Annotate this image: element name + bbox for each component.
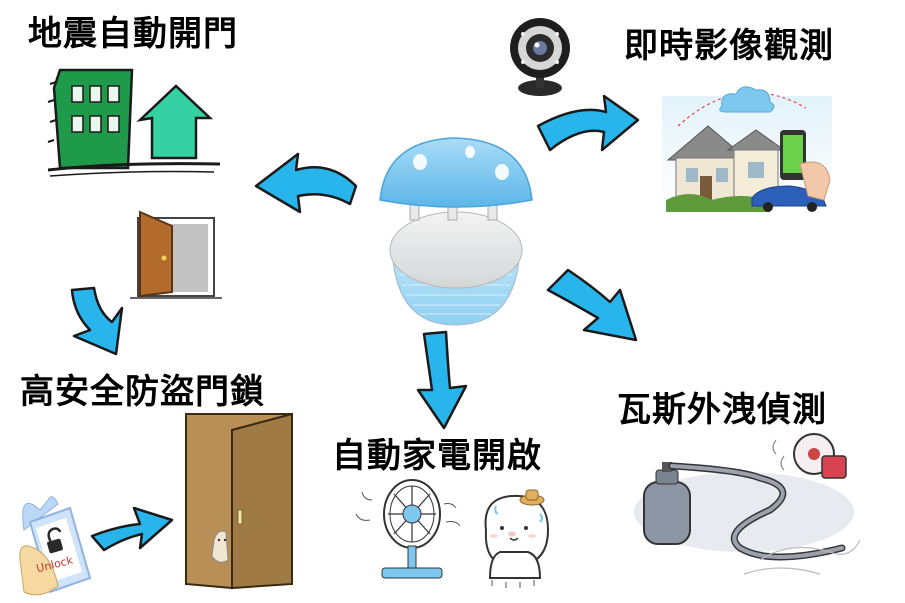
earthquake-building-icon bbox=[47, 68, 221, 177]
phone-unlock-icon bbox=[19, 496, 92, 596]
arrow-to-earthquake bbox=[254, 152, 358, 214]
tall-door-icon bbox=[185, 412, 293, 590]
arrow-to-gas-leak bbox=[546, 268, 638, 342]
webcam-icon bbox=[510, 18, 570, 96]
label-gas-leak: 瓦斯外洩偵測 bbox=[617, 390, 827, 430]
label-secure-lock: 高安全防盜門鎖 bbox=[20, 372, 265, 412]
arrow-to-live-video bbox=[536, 94, 640, 152]
label-live-video: 即時影像觀測 bbox=[624, 26, 834, 66]
smart-house-icon bbox=[662, 86, 832, 212]
arrow-to-appliance bbox=[416, 330, 468, 430]
arrow-phone-to-door bbox=[90, 506, 174, 552]
open-door-icon bbox=[130, 210, 222, 299]
arrow-door-to-lock bbox=[70, 286, 124, 356]
label-earthquake-door: 地震自動開門 bbox=[28, 14, 238, 54]
gas-cylinder-icon bbox=[634, 433, 861, 575]
fan-icon bbox=[355, 479, 461, 579]
label-appliance: 自動家電開啟 bbox=[332, 436, 542, 476]
hot-bear-icon bbox=[484, 489, 550, 588]
mushroom-device-icon bbox=[379, 137, 533, 326]
